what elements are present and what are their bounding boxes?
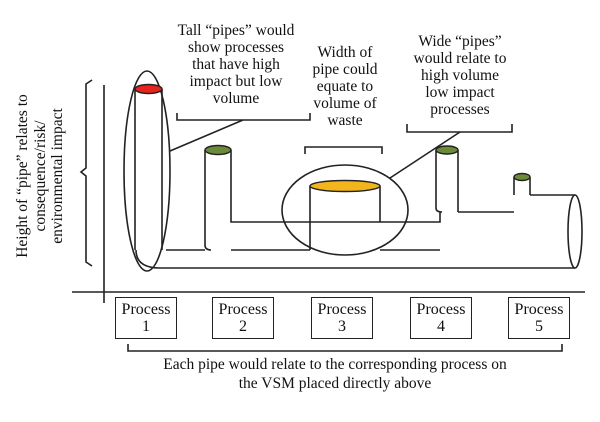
process-box-2: Process 2 (212, 297, 274, 339)
pipe-4 (435, 150, 459, 213)
footer-bracket (127, 344, 563, 352)
pipe-3 (309, 186, 381, 250)
pipe-1 (134, 89, 163, 250)
wide-pipes-pointer (389, 131, 461, 179)
process-box-1: Process 1 (115, 297, 177, 339)
pipe-5 (513, 177, 531, 195)
main-pipe (135, 249, 575, 269)
process-box-1-number: 1 (142, 318, 150, 335)
process-box-5-label: Process (514, 301, 564, 318)
main-pipe-top (166, 194, 575, 251)
process-box-4: Process 4 (410, 297, 472, 339)
footer-caption: Each pipe would relate to the correspond… (163, 356, 507, 392)
pipe-4-cap (435, 145, 459, 155)
process-box-2-number: 2 (239, 318, 247, 335)
main-pipe-end (567, 194, 583, 269)
y-axis-brace (79, 79, 93, 267)
tall-pipes-annotation: Tall “pipes” would show processes that h… (177, 22, 295, 107)
pipe-1-highlight-ellipse (123, 70, 171, 272)
width-of-pipe-annotation: Width of pipe could equate to volume of … (312, 44, 378, 129)
process-box-5-number: 5 (535, 318, 543, 335)
pipe-1-cap (134, 83, 163, 95)
tall-pipes-pointer (169, 119, 244, 152)
wide-pipes-bracket (406, 124, 513, 133)
process-box-3-label: Process (317, 301, 367, 318)
process-box-3: Process 3 (311, 297, 373, 339)
pipe-3-highlight-ellipse (281, 164, 409, 256)
process-box-3-number: 3 (338, 318, 346, 335)
pipe-3-cap (309, 179, 381, 193)
process-box-1-label: Process (121, 301, 171, 318)
y-axis-label: Height of “pipe” relates to consequence/… (14, 94, 66, 258)
process-box-2-label: Process (218, 301, 268, 318)
process-box-5: Process 5 (508, 297, 570, 339)
process-box-4-label: Process (416, 301, 466, 318)
wide-pipes-annotation: Wide “pipes” would relate to high volume… (413, 33, 507, 118)
pipe-5-cap (513, 172, 531, 182)
tall-pipes-bracket (176, 113, 311, 121)
pipe-2-cap (204, 144, 232, 156)
width-bracket (304, 146, 383, 154)
pipe-2 (204, 150, 441, 251)
process-box-4-number: 4 (437, 318, 445, 335)
